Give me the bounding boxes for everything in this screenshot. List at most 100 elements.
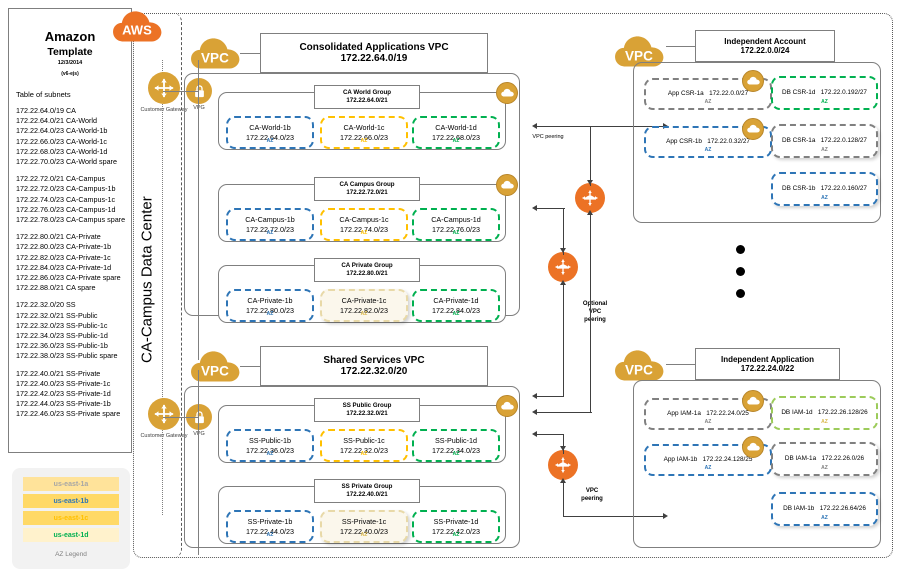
vpg-caption-bottom: VPG	[193, 431, 205, 437]
subnet-row: 172.22.40.0/23 SS-Private-1c	[16, 378, 111, 388]
subnet-db-iam-1b: DB IAM-1b 172.22.26.64/26 AZ	[771, 492, 878, 526]
group-title-ca-private: CA Private Group 172.22.80.0/21	[314, 258, 420, 282]
peering-line-to-ia	[590, 126, 665, 127]
vpc-title-consolidated-cidr: 172.22.64.0/19	[340, 53, 408, 64]
ia-title-name: Independent Account	[724, 37, 806, 46]
subnet-az-tag: AZ	[821, 195, 828, 201]
subnet-ca-private-1b: CA-Private-1b 172.22.80.0/23 AZ	[226, 289, 314, 322]
iapp-title-name: Independent Application	[720, 355, 815, 364]
group-title-ca-world-name: CA World Group	[342, 89, 392, 96]
subnet-label: DB CSR-1d 172.22.0.192/27	[782, 88, 867, 98]
arrow-bottom-router-in	[560, 446, 566, 451]
subnet-ss-public-1d: SS-Public-1d 172.22.34.0/23 AZ	[412, 429, 500, 462]
subnet-az-tag: AZ	[360, 230, 368, 236]
subnet-cidr: 172.22.26.64/26	[819, 505, 866, 512]
svg-text:VPC: VPC	[625, 48, 653, 63]
svg-text:VPC: VPC	[625, 362, 653, 377]
subnet-cidr: 172.22.80.0/23	[246, 305, 294, 315]
optional-peering-to-ss	[537, 412, 592, 413]
subnet-ss-public-1b: SS-Public-1b 172.22.36.0/23 AZ	[226, 429, 314, 462]
line-cgw-to-vpc-top	[163, 91, 198, 92]
template-title: Amazon	[44, 29, 96, 44]
subnet-name: SS-Public-1c	[343, 435, 385, 445]
line-vpccloud-to-title-top	[240, 53, 260, 54]
subnet-row: 172.22.72.0/23 CA-Campus-1b	[16, 184, 116, 194]
bottom-peering-line1: VPC	[585, 488, 599, 494]
subnet-row: 172.22.32.0/21 SS-Public	[16, 310, 98, 320]
subnet-cidr: 172.22.66.0/23	[340, 132, 388, 142]
group-title-ss-public-cidr: 172.22.32.0/21	[346, 410, 388, 417]
subnet-name: CA-Campus-1c	[339, 214, 389, 224]
subnet-az-tag: AZ	[266, 532, 274, 538]
line-vpccloud-to-iapp-title	[666, 364, 696, 365]
vpc-peering-label-top: VPC peering	[532, 134, 564, 140]
internet-gateway-icon-iam-b	[742, 436, 764, 458]
arrow-bottom-router-up	[560, 478, 566, 483]
subnet-name: DB IAM-1b	[783, 505, 815, 512]
line-vpc-left-spine-top	[198, 60, 199, 360]
subnet-ca-campus-1d: CA-Campus-1d 172.22.76.0/23 AZ	[412, 208, 500, 241]
subnet-cidr: 172.22.72.0/23	[246, 224, 294, 234]
vpc-peering-router-bottom	[548, 450, 578, 480]
arrow-router-top-up	[587, 210, 593, 215]
subnet-name: SS-Public-1d	[435, 435, 477, 445]
subnet-row: 172.22.70.0/23 CA-World spare	[16, 157, 117, 167]
vpc-peering-label-optional: Optional VPC peering	[570, 300, 620, 324]
datacenter-boundary	[122, 13, 182, 558]
subnet-row: 172.22.46.0/23 SS-Private spare	[16, 409, 121, 419]
subnet-cidr: 172.22.0.32/27	[707, 138, 750, 145]
subnet-label: DB IAM-1a 172.22.26.0/26	[785, 454, 864, 464]
subnet-row: 172.22.74.0/23 CA-Campus-1c	[16, 194, 116, 204]
subnet-cidr: 172.22.0.128/27	[820, 137, 867, 144]
subnet-row: 172.22.36.0/23 SS-Public-1b	[16, 341, 108, 351]
subnet-cidr: 172.22.34.0/23	[432, 445, 480, 455]
subnet-ca-world-1b: CA-World-1b 172.22.64.0/23 AZ	[226, 116, 314, 149]
subnet-az-tag: AZ	[266, 311, 274, 317]
optional-peering-v	[590, 212, 591, 412]
subnet-name: CA-Campus-1b	[245, 214, 295, 224]
subnet-name: App IAM-1b	[663, 456, 698, 463]
ellipsis-dot	[736, 245, 745, 254]
az-legend-band: us-east-1b	[23, 494, 119, 508]
subnet-row: 172.22.32.0/23 SS-Public-1c	[16, 320, 108, 330]
subnet-name: DB IAM-1a	[784, 455, 817, 462]
vpc-cloud-icon-shared-services: VPC	[190, 348, 242, 386]
subnet-row: 172.22.72.0/21 CA-Campus	[16, 174, 106, 184]
subnet-name: App CSR-1a	[667, 90, 704, 97]
subnet-row: 172.22.64.0/19 CA	[16, 106, 76, 115]
group-title-ss-private: SS Private Group 172.22.40.0/21	[314, 479, 420, 503]
subnet-label: App CSR-1b 172.22.0.32/27	[666, 137, 750, 147]
vpc-peering-router-middle	[548, 252, 578, 282]
subnet-label: App IAM-1b 172.22.24.128/25	[664, 455, 753, 465]
subnet-row: 172.22.84.0/23 CA-Private-1d	[16, 262, 112, 272]
bottom-router-line-h	[537, 434, 564, 435]
optional-peering-line1: Optional	[582, 301, 608, 307]
internet-gateway-icon-iam-a	[742, 390, 764, 412]
subnet-cidr: 172.22.74.0/23	[340, 224, 388, 234]
subnet-az-tag: AZ	[452, 230, 460, 236]
subnet-row: 172.22.64.0/21 CA-World	[16, 116, 97, 126]
arrow-optional-to-ss	[532, 409, 537, 415]
subnet-az-tag: AZ	[360, 138, 368, 144]
subnet-row: 172.22.34.0/23 SS-Public-1d	[16, 331, 108, 341]
subnet-ca-private-1c: CA-Private-1c 172.22.82.0/23 AZ	[320, 289, 408, 322]
subnet-az-tag: AZ	[821, 147, 828, 153]
peering-line-top-h	[537, 126, 622, 127]
arrow-mid-router-up	[560, 280, 566, 285]
vpc-title-ss-name: Shared Services VPC	[323, 355, 425, 366]
subnet-ss-public-1c: SS-Public-1c 172.22.32.0/23 AZ	[320, 429, 408, 462]
subnet-name: SS-Private-1c	[341, 516, 387, 526]
az-legend-band: us-east-1d	[23, 528, 119, 542]
internet-gateway-icon-csr-b	[742, 118, 764, 140]
subnet-name: SS-Private-1d	[433, 516, 479, 526]
subnet-cidr: 172.22.26.128/26	[817, 409, 868, 416]
subnet-name: CA-World-1c	[343, 122, 385, 132]
bottom-router-v-in	[563, 434, 564, 454]
bottom-router-v-out	[563, 480, 564, 516]
template-version: (v6-ejs)	[61, 71, 79, 77]
bottom-peering-to-iapp	[563, 516, 665, 517]
subnet-ca-private-1d: CA-Private-1d 172.22.84.0/23 AZ	[412, 289, 500, 322]
